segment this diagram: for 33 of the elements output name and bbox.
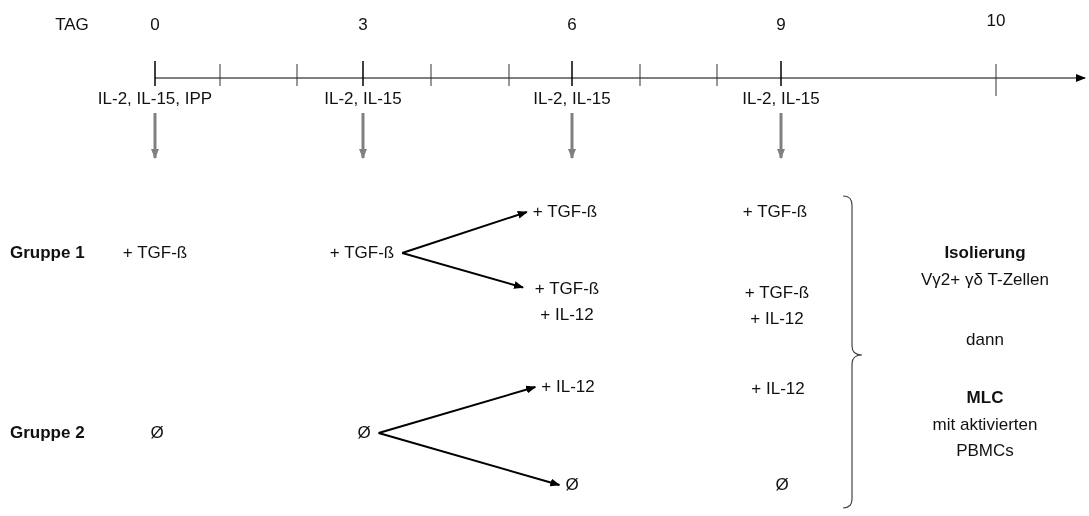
condition-text: + IL-12 [751,376,805,402]
arrow [401,252,524,289]
condition-text: + TGF-ß [329,240,395,266]
condition-text: Ø [150,420,164,446]
condition-text: + TGF-ß [122,240,188,266]
day-number: 10 [986,10,1006,33]
condition-text: + TGF-ß + IL-12 [739,279,815,331]
cytokine-label: IL-2, IL-15 [742,88,820,111]
axis-title: TAG [55,14,89,37]
arrow [377,385,537,434]
cytokine-label: IL-2, IL-15, IPP [97,88,213,111]
day-number: 9 [776,14,786,37]
cytokine-label: IL-2, IL-15 [324,88,402,111]
step-text: dann [966,329,1004,352]
group-label: Gruppe 2 [10,422,85,445]
day-number: 6 [567,14,577,37]
condition-text: Ø [357,420,371,446]
day-number: 0 [150,14,160,37]
arrow [377,432,561,487]
step-text: mit aktivierten PBMCs [931,413,1039,462]
step-heading: MLC [966,387,1004,410]
condition-text: + TGF-ß [532,199,598,225]
group-label: Gruppe 1 [10,242,85,265]
cytokine-label: IL-2, IL-15 [533,88,611,111]
arrow [401,211,528,254]
condition-text: + TGF-ß + IL-12 [529,275,605,327]
condition-text: Ø [775,472,789,498]
step-text: Vγ2+ γδ T-Zellen [921,269,1049,292]
condition-text: Ø [565,472,579,498]
condition-text: + IL-12 [541,374,595,400]
step-heading: Isolierung [944,242,1026,265]
day-number: 3 [358,14,368,37]
condition-text: + TGF-ß [742,199,808,225]
